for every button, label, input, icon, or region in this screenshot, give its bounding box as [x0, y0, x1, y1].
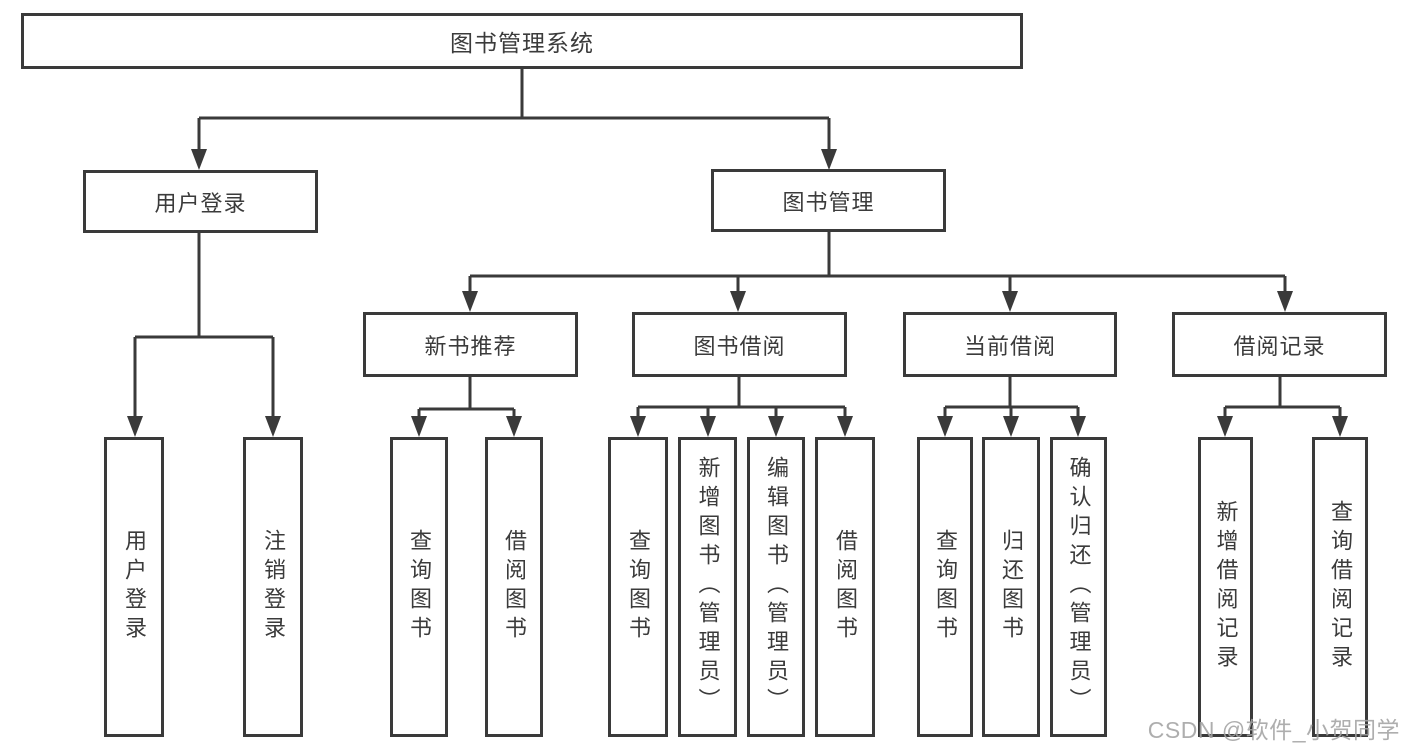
- leaf-br-query-record-label: 查询借阅记录: [1328, 499, 1353, 675]
- node-book-borrowing-label: 图书借阅: [693, 333, 786, 359]
- leaf-bb-edit-books-admin: 编辑图书（管理员）: [747, 437, 805, 737]
- leaf-bb-borrow-books: 借阅图书: [815, 437, 875, 737]
- node-book-borrowing: 图书借阅: [632, 312, 847, 377]
- leaf-bb-query-books: 查询图书: [608, 437, 668, 737]
- arrowheads: [127, 149, 1348, 437]
- leaf-cb-query-books-label: 查询图书: [933, 528, 958, 646]
- watermark-text: CSDN @软件_小贺同学: [1147, 717, 1400, 743]
- node-root-label: 图书管理系统: [450, 30, 594, 56]
- node-borrowing-records: 借阅记录: [1172, 312, 1387, 377]
- node-borrowing-records-label: 借阅记录: [1233, 333, 1326, 359]
- leaf-bb-borrow-books-label: 借阅图书: [833, 528, 858, 646]
- node-book-management-label: 图书管理: [782, 189, 875, 215]
- leaf-br-add-record: 新增借阅记录: [1198, 437, 1253, 737]
- leaf-user-login: 用户登录: [104, 437, 164, 737]
- leaf-bb-query-books-label: 查询图书: [626, 528, 651, 646]
- node-book-management: 图书管理: [711, 169, 946, 232]
- leaf-bb-add-books-admin: 新增图书（管理员）: [678, 437, 737, 737]
- leaf-bb-add-books-admin-label: 新增图书（管理员）: [695, 456, 721, 718]
- leaf-nb-query-books: 查询图书: [390, 437, 448, 737]
- leaf-nb-borrow-books-label: 借阅图书: [502, 528, 527, 646]
- leaf-cb-return-books: 归还图书: [982, 437, 1040, 737]
- leaf-nb-borrow-books: 借阅图书: [485, 437, 543, 737]
- connector-path: [133, 69, 1342, 419]
- leaf-nb-query-books-label: 查询图书: [407, 528, 432, 646]
- leaf-logout-label: 注销登录: [261, 528, 286, 646]
- leaf-cb-return-books-label: 归还图书: [999, 528, 1024, 646]
- node-new-book-recommend: 新书推荐: [363, 312, 578, 377]
- leaf-cb-query-books: 查询图书: [917, 437, 973, 737]
- node-current-borrowing: 当前借阅: [903, 312, 1117, 377]
- node-root-system: 图书管理系统: [21, 13, 1023, 69]
- leaf-cb-confirm-return-admin-label: 确认归还（管理员）: [1066, 456, 1092, 718]
- node-new-book-recommend-label: 新书推荐: [424, 333, 517, 359]
- leaf-bb-edit-books-admin-label: 编辑图书（管理员）: [764, 456, 789, 718]
- node-current-borrowing-label: 当前借阅: [963, 333, 1056, 359]
- leaf-br-add-record-label: 新增借阅记录: [1213, 499, 1239, 675]
- node-user-login: 用户登录: [83, 170, 318, 233]
- leaf-logout: 注销登录: [243, 437, 303, 737]
- leaf-br-query-record: 查询借阅记录: [1312, 437, 1368, 737]
- leaf-user-login-label: 用户登录: [122, 528, 147, 646]
- leaf-cb-confirm-return-admin: 确认归还（管理员）: [1050, 437, 1107, 737]
- node-user-login-label: 用户登录: [154, 190, 247, 216]
